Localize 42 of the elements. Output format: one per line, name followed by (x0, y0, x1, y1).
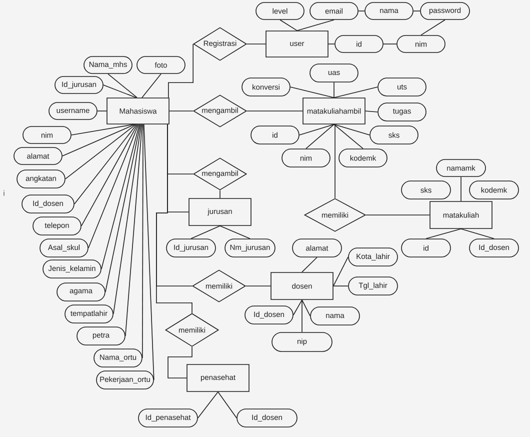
connector-line (65, 124, 136, 180)
connector-line (302, 257, 318, 272)
connector-line (144, 124, 154, 380)
connector-line (97, 110, 107, 112)
connector-line (280, 20, 298, 31)
connector-line (108, 74, 138, 98)
connector-line (299, 124, 334, 136)
connector-line (426, 228, 462, 239)
connector-line (334, 124, 370, 136)
connector-line (168, 44, 194, 98)
connector-line (460, 176, 462, 202)
connector-line (198, 392, 218, 418)
connector-line (366, 214, 430, 216)
connector-line (306, 124, 334, 149)
connector-line (293, 300, 302, 316)
connector-line (62, 124, 136, 156)
connector-line (218, 392, 237, 418)
connector-line (358, 10, 365, 12)
connector-line (81, 124, 138, 226)
connector-line (365, 110, 378, 112)
connector-line (88, 124, 139, 248)
connector-line (142, 124, 144, 358)
connector-line (460, 228, 494, 239)
connector-line (168, 346, 192, 378)
connector-line (142, 74, 162, 98)
connector-line (413, 10, 420, 12)
connector-line (334, 86, 378, 98)
connector-line (74, 124, 138, 204)
connector-line (71, 124, 134, 136)
connector-line (169, 110, 194, 112)
connector-line (290, 86, 334, 98)
connector-line (105, 124, 141, 292)
connector-line (103, 84, 136, 98)
connector-line (334, 124, 364, 149)
connector-line (334, 124, 336, 198)
connector-line (125, 124, 143, 336)
connector-line (101, 124, 140, 270)
connector-line (246, 110, 303, 112)
connector-line (420, 20, 446, 36)
connector-line (302, 300, 310, 316)
connector-line (156, 124, 192, 314)
connector-line (113, 124, 142, 314)
